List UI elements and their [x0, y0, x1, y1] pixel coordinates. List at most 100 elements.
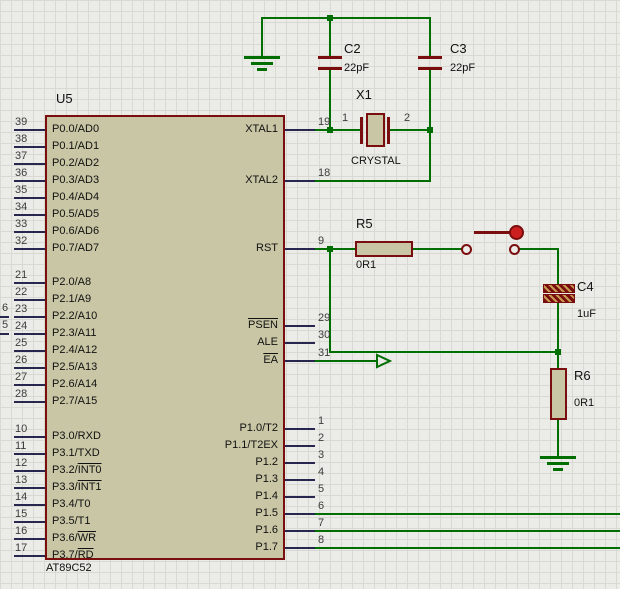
pin-number: 34 — [15, 201, 28, 213]
push-button-bar[interactable] — [474, 231, 510, 234]
ic-pin-stub — [14, 521, 45, 523]
ic-pin-stub — [285, 248, 315, 250]
wire-ground-drop-top[interactable] — [261, 17, 263, 57]
r5-value-label: 0R1 — [356, 259, 377, 271]
wire-r6-bottom[interactable] — [557, 420, 559, 457]
pin-name-text: P0.4/AD4 — [52, 191, 100, 203]
wire-c3-bottom[interactable] — [429, 70, 431, 182]
wire-c2-top[interactable] — [329, 17, 331, 58]
wire-rst-return[interactable] — [329, 351, 559, 353]
pin-name-overline: RD — [77, 549, 94, 561]
junction-dot — [427, 127, 433, 133]
wire-p1-6[interactable] — [315, 530, 620, 532]
wire-c4-bottom[interactable] — [557, 301, 559, 368]
pin-name: P1.7 — [255, 541, 278, 554]
ground-symbol[interactable] — [244, 56, 280, 72]
junction-dot — [327, 15, 333, 21]
pin-name-text: P1.2 — [255, 456, 278, 468]
crystal-body[interactable] — [366, 113, 385, 147]
wire-top-rail[interactable] — [261, 17, 431, 19]
ground-bar — [553, 468, 563, 471]
ic-ref-label: U5 — [56, 91, 73, 106]
ic-pin-stub — [14, 555, 45, 557]
pin-number: 32 — [15, 235, 28, 247]
wire-xtal2[interactable] — [315, 180, 431, 182]
capacitor-c2-plate[interactable] — [318, 67, 342, 70]
wire-rst-seg2[interactable] — [413, 248, 462, 250]
pin-name: P1.4 — [255, 490, 278, 503]
ic-pin-stub — [285, 479, 315, 481]
pin-name: P3.1/TXD — [52, 447, 100, 460]
pin-name: P3.5/T1 — [52, 515, 91, 528]
pin-name-text: P2.2/A10 — [52, 310, 98, 322]
pin-number: 5 — [318, 483, 325, 495]
capacitor-c4-plate[interactable] — [543, 284, 575, 293]
wire-c3-top[interactable] — [429, 17, 431, 58]
ground-bar — [257, 68, 267, 71]
pin-name: P1.0/T2 — [239, 422, 278, 435]
capacitor-c3-plate[interactable] — [418, 67, 442, 70]
pin-name-text: P2.0/A8 — [52, 276, 92, 288]
pin-name: P1.3 — [255, 473, 278, 486]
capacitor-c3-plate[interactable] — [418, 56, 442, 59]
ic-pin-stub — [14, 436, 45, 438]
pin-name-text: P1.3 — [255, 473, 278, 485]
push-button-terminal[interactable] — [509, 244, 520, 255]
pin-number: 24 — [15, 320, 28, 332]
pin-name: P2.5/A13 — [52, 361, 97, 374]
terminal-triangle-icon — [376, 353, 393, 369]
ic-pin-stub — [285, 360, 315, 362]
wire-rst-vertical[interactable] — [329, 249, 331, 352]
ic-pin-stub — [14, 401, 45, 403]
pin-name-text: P0.5/AD5 — [52, 208, 100, 220]
wire-p1-7[interactable] — [315, 547, 620, 549]
pin-number: 13 — [15, 474, 28, 486]
ic-pin-stub — [285, 530, 315, 532]
push-button-cap[interactable] — [509, 225, 524, 240]
pin-name-text: P3.3/ — [52, 481, 78, 493]
ic-pin-stub — [285, 180, 315, 182]
pin-name-text: P3.1/TXD — [52, 447, 100, 459]
pin-name: P3.0/RXD — [52, 430, 101, 443]
wire-rst-seg3[interactable] — [518, 248, 559, 250]
pin-name: P0.3/AD3 — [52, 174, 99, 187]
pin-name: P0.1/AD1 — [52, 140, 99, 153]
pin-number: 19 — [318, 116, 331, 128]
wire-c2-bottom[interactable] — [329, 70, 331, 131]
wire-p1-5[interactable] — [315, 513, 620, 515]
c4-value-label: 1uF — [577, 308, 596, 320]
pin-name-text: ALE — [257, 336, 278, 348]
capacitor-c2-plate[interactable] — [318, 56, 342, 59]
pin-number: 25 — [15, 337, 28, 349]
ic-pin-stub — [285, 445, 315, 447]
resistor-r5-body[interactable] — [355, 241, 413, 257]
pin-number: 10 — [15, 423, 28, 435]
pin-name-text: XTAL1 — [245, 123, 278, 135]
pin-name: P3.7/RD — [52, 549, 94, 562]
capacitor-c4-plate[interactable] — [543, 294, 575, 303]
pin-number: 3 — [318, 449, 325, 461]
crystal-electrode[interactable] — [387, 117, 390, 144]
pin-name-text: P3.4/T0 — [52, 498, 91, 510]
ea-terminal[interactable] — [376, 353, 393, 369]
resistor-r6-body[interactable] — [550, 368, 567, 420]
pin-name: P2.2/A10 — [52, 310, 97, 323]
x1-ref-label: X1 — [356, 87, 372, 102]
pin-name-overline: INT0 — [77, 464, 102, 476]
pin-name-text: P1.1/T2EX — [224, 439, 278, 451]
pin-name: P3.6/WR — [52, 532, 96, 545]
pin-name: P0.0/AD0 — [52, 123, 99, 136]
push-button-terminal[interactable] — [461, 244, 472, 255]
wire-rst-seg1[interactable] — [315, 248, 355, 250]
wire-xtal1[interactable] — [315, 129, 362, 131]
wire-c4-top[interactable] — [557, 248, 559, 286]
ground-symbol[interactable] — [540, 456, 576, 472]
ic-pin-stub — [14, 282, 45, 284]
wire-ea[interactable] — [315, 360, 377, 362]
pin-name: P0.4/AD4 — [52, 191, 99, 204]
ic-body-at89c52[interactable] — [45, 115, 285, 560]
crystal-electrode[interactable] — [360, 117, 363, 144]
wire-crystal-right[interactable] — [390, 129, 430, 131]
c3-value-label: 22pF — [450, 62, 476, 74]
